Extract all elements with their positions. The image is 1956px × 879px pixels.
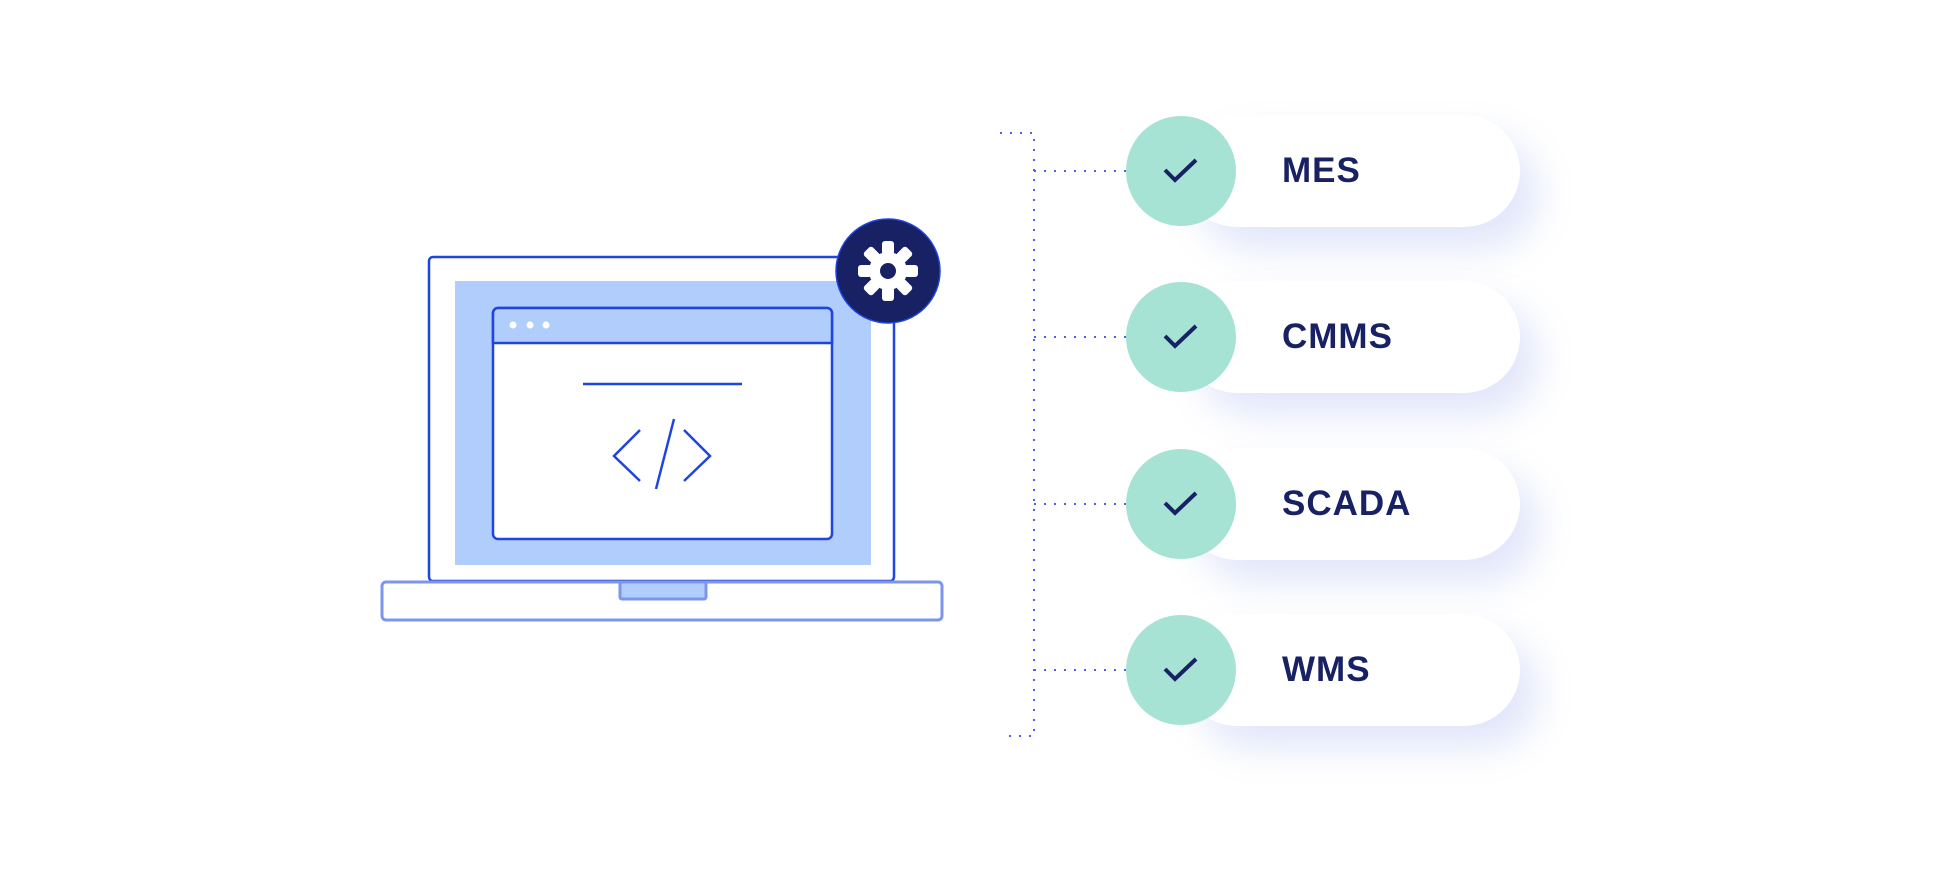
system-label: WMS: [1282, 650, 1371, 689]
gear-badge: [835, 218, 941, 324]
system-item-wms: WMS: [1126, 614, 1520, 726]
system-label: CMMS: [1282, 317, 1393, 356]
window-dot: [526, 321, 534, 329]
check-icon: [1126, 449, 1236, 559]
laptop-icon: [380, 255, 944, 622]
system-label: SCADA: [1282, 484, 1412, 523]
connector-lines: [1000, 132, 1126, 737]
check-icon: [1126, 116, 1236, 226]
check-icon: [1126, 282, 1236, 392]
browser-titlebar: [491, 306, 834, 345]
code-icon: [612, 418, 712, 490]
system-item-scada: SCADA: [1126, 448, 1520, 560]
window-dot: [509, 321, 517, 329]
system-item-mes: MES: [1126, 115, 1520, 227]
laptop-notch: [618, 580, 708, 601]
window-dot: [542, 321, 550, 329]
gear-icon: [858, 241, 918, 301]
check-icon: [1126, 615, 1236, 725]
system-label: MES: [1282, 151, 1361, 190]
system-item-cmms: CMMS: [1126, 281, 1520, 393]
